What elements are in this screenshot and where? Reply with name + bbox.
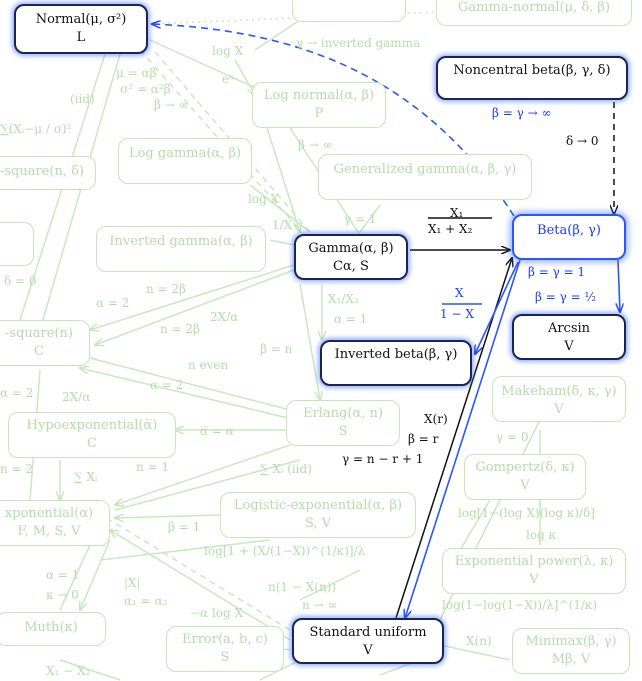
- flabel-log-x2: log X: [248, 192, 280, 206]
- flabel-sum: ∑(Xᵢ−μ / σ)²: [0, 122, 72, 136]
- flabel-sigma: σ² = α²β: [120, 82, 171, 96]
- label-beta-arcsin: β = γ = ½: [535, 290, 597, 304]
- node-makeham[interactable]: Makeham(δ, κ, γ)V: [492, 376, 626, 422]
- flabel-n-1: n = 1: [136, 460, 170, 474]
- node-exponential[interactable]: xponential(α)F, M, S, V: [0, 500, 110, 546]
- flabel-mu: μ = αβ: [116, 66, 157, 80]
- node-error[interactable]: Error(a, b, c)S: [166, 626, 284, 672]
- flabel-beta-inf2: β → ∞: [298, 138, 333, 152]
- label-gamma-beta-den: X₁ + X₂: [428, 222, 473, 236]
- flabel-n-even: n even: [188, 358, 229, 372]
- label-uniform-beta-1: X(r): [424, 412, 448, 426]
- flabel-log-kappa: log κ: [526, 528, 557, 542]
- flabel-gamma-0: γ = 0: [496, 430, 529, 444]
- label-beta-inverted-den: 1 − X: [440, 307, 474, 321]
- flabel-x1-minus-x2: X₁ − X₂: [46, 664, 91, 678]
- node-gompertz[interactable]: Gompertz(δ, κ)V: [464, 454, 586, 500]
- flabel-n1-xn: n(1 − X(n)): [268, 580, 337, 594]
- label-noncentral-beta: δ → 0: [566, 134, 599, 148]
- flabel-log-gompertz: log[1−(log X)(log κ)/δ]: [458, 506, 595, 520]
- label-gamma-beta-num: X₁: [450, 206, 464, 220]
- node-erlang[interactable]: Erlang(α, n)S: [286, 400, 400, 446]
- flabel-n-2: n = 2: [0, 462, 34, 476]
- flabel-beta-1: β = 1: [168, 520, 201, 534]
- flabel-inv-x: 1/X: [272, 218, 293, 232]
- flabel-2x-alpha2: 2X/α: [62, 390, 91, 404]
- flabel-alpha-2b: α = 2: [150, 378, 184, 392]
- node-gamma[interactable]: Gamma(α, β)Cα, S: [294, 234, 408, 280]
- label-uniform-beta-2: β = r: [408, 432, 439, 446]
- flabel-alpha-bar: α̅ = α: [200, 424, 234, 438]
- edge-beta-uniform: [405, 259, 521, 618]
- flabel-beta-inf: β → ∞: [154, 98, 189, 112]
- flabel-iid: (iid): [70, 92, 95, 106]
- flabel-beta-n: β = n: [260, 342, 293, 356]
- node-gamma-normal[interactable]: Gamma-normal(μ, δ, β): [436, 0, 632, 26]
- node-exponential-power[interactable]: Exponential power(λ, κ)V: [442, 548, 626, 594]
- node-chi-square[interactable]: -square(n)C: [0, 320, 90, 366]
- flabel-log-logistic: log[1 + (X/(1−X))^(1/κ)]/λ: [204, 544, 366, 558]
- node-muth[interactable]: Muth(κ): [0, 612, 106, 646]
- flabel-2x-alpha: 2X/α: [210, 310, 239, 324]
- node-log-normal[interactable]: Log normal(α, β)P: [252, 82, 386, 128]
- flabel-n-inf: n → ∞: [302, 598, 338, 612]
- node-minimax[interactable]: Minimax(β, γ)Mβ, V: [512, 628, 630, 674]
- node-inverted-gamma[interactable]: Inverted gamma(α, β): [96, 226, 266, 272]
- label-beta-inverted-num: X: [455, 286, 464, 300]
- node-generalized-gamma[interactable]: Generalized gamma(α, β, γ): [318, 154, 532, 200]
- flabel-sum-xi-iid: ∑ Xᵢ (iid): [260, 462, 312, 476]
- faded-edges: [19, 11, 541, 681]
- flabel-alpha-1: α = 1: [334, 312, 368, 326]
- flabel-inverted-gamma: γ → inverted gamma: [296, 36, 421, 50]
- node-chi-square-noncentral[interactable]: -square(n, δ): [0, 156, 96, 190]
- flabel-n-2beta: n = 2β: [146, 282, 186, 296]
- flabel-alpha-2c: α = 2: [0, 386, 34, 400]
- edge-beta-normal: [152, 24, 515, 217]
- flabel-sum-xi: ∑ Xᵢ: [74, 470, 98, 484]
- node-log-gamma[interactable]: Log gamma(α, β): [118, 138, 252, 184]
- edge-beta-invertedbeta: [475, 261, 519, 354]
- faded-edge-normal-gammanormal: [254, 19, 301, 51]
- flabel-log-x: log X: [212, 44, 244, 58]
- label-noncentral-normal: β = γ → ∞: [492, 106, 552, 120]
- flabel-log-exp-power: log(1−log(1−X))/λ]^(1/κ): [442, 598, 598, 612]
- flabel-alpha1-alpha2: α₁ = α₂: [124, 594, 168, 608]
- flabel-kappa-0: κ → 0: [46, 588, 79, 602]
- node-left-partial[interactable]: [0, 222, 34, 266]
- node-inverted-beta[interactable]: Inverted beta(β, γ): [320, 340, 472, 386]
- flabel-delta-0: δ = 0: [4, 274, 37, 288]
- node-noncentral-beta[interactable]: Noncentral beta(β, γ, δ): [436, 56, 628, 100]
- node-hypoexponential[interactable]: Hypoexponential(α̅)C: [8, 412, 176, 458]
- node-normal[interactable]: Normal(μ, σ²)L: [14, 4, 148, 54]
- flabel-alpha-2: α = 2: [96, 296, 130, 310]
- node-logistic-exponential[interactable]: Logistic-exponential(α, β)S, V: [220, 492, 416, 538]
- node-top-partial[interactable]: [292, 0, 406, 22]
- flabel-x1-x2: X₁/X₂: [328, 292, 359, 306]
- flabel-alpha-log-x: −α log X: [190, 606, 244, 620]
- edge-beta-arcsin: [618, 259, 620, 312]
- flabel-abs-x: |X|: [124, 576, 141, 590]
- node-beta[interactable]: Beta(β, γ): [512, 214, 626, 260]
- flabel-gamma-1: γ = 1: [344, 212, 377, 226]
- flabel-x-n: X(n): [466, 634, 492, 648]
- label-beta-uniform: β = γ = 1: [528, 265, 586, 279]
- flabel-ex: eˣ: [222, 72, 235, 86]
- flabel-alpha-1b: α = 1: [46, 568, 80, 582]
- flabel-n-2beta2: n = 2β: [160, 322, 200, 336]
- label-uniform-beta-3: γ = n − r + 1: [342, 452, 424, 466]
- blue-edges: [152, 24, 620, 618]
